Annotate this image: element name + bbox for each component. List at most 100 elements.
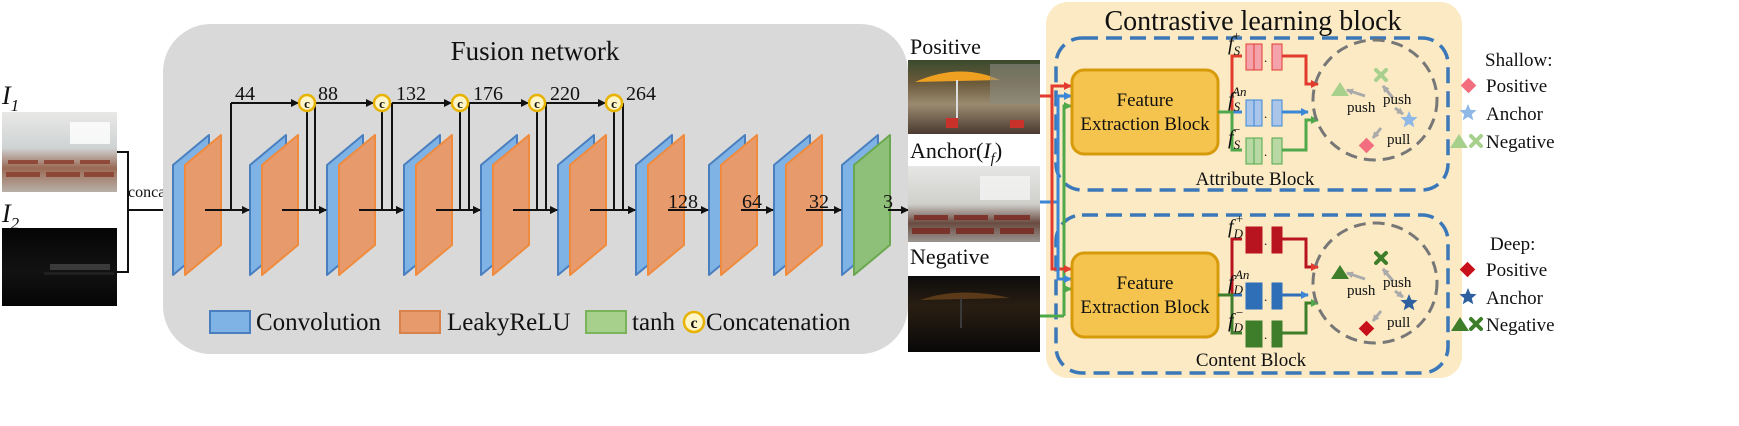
key-deep-negative-cross-icon: [1469, 317, 1483, 331]
feature-positive-label: fD+: [1228, 211, 1244, 241]
key-deep-negative-label: Negative: [1486, 315, 1555, 336]
sample-images: Positive Anchor(If) Negative: [908, 34, 1040, 352]
attribute-block-label: Attribute Block: [1196, 169, 1315, 190]
skip-channel-label: 88: [318, 83, 338, 105]
feature-to-space-arrow: [1282, 299, 1319, 335]
leakyrelu-slab: [569, 134, 607, 276]
feature-map: [1253, 226, 1263, 254]
ellipsis: .: [1264, 106, 1267, 121]
legend-tanh-swatch: [585, 310, 627, 334]
feature-map-stack-anchor: .: [1245, 99, 1283, 127]
feature-negative-label: fS−: [1228, 122, 1241, 152]
concat-node-icon: [297, 93, 317, 113]
anchor-sample-image: [908, 166, 1040, 242]
feature-map: [1253, 99, 1263, 127]
legend-tanh-label: tanh: [632, 309, 676, 336]
push-label: push: [1347, 100, 1376, 116]
tail-channel-label: 32: [809, 191, 829, 213]
feature-map-stack-anchor: .: [1245, 282, 1283, 310]
feature-map: [1253, 320, 1263, 348]
cross-stroke: [1374, 251, 1388, 265]
feature-map: [1271, 320, 1283, 348]
key-shallow-title: Shallow:: [1485, 50, 1553, 71]
feature-to-space-arrow: [1282, 116, 1319, 152]
anchor-sample-label: Anchor(If): [910, 138, 1002, 167]
key-shallow-negative-label: Negative: [1486, 132, 1555, 153]
i1-label: I1: [1, 81, 19, 115]
layer-10: [841, 134, 891, 276]
feature-to-space-arrow: [1282, 237, 1319, 271]
push-label: push: [1383, 275, 1412, 291]
ellipsis: .: [1264, 50, 1267, 65]
key-shallow-negative-triangle-icon: [1450, 134, 1468, 148]
feed-arrow: [1050, 82, 1072, 96]
feature-map: [1271, 43, 1283, 71]
leakyrelu-slab: [415, 134, 453, 276]
attribute-block-border: [1054, 36, 1450, 192]
feature-to-space-arrow: [1282, 54, 1319, 88]
key-shallow-anchor-icon: [1459, 104, 1477, 121]
skip-channel-label: 44: [235, 83, 255, 105]
ellipsis: .: [1264, 289, 1267, 304]
key-shallow-positive-icon: [1460, 77, 1477, 94]
key-deep-title: Deep:: [1490, 234, 1535, 255]
key-deep-anchor-label: Anchor: [1486, 288, 1544, 309]
key-deep-positive-label: Positive: [1486, 260, 1547, 281]
leakyrelu-slab: [785, 134, 823, 276]
feature-map: [1253, 282, 1263, 310]
skip-channel-label: 176: [473, 83, 503, 105]
positive-diamond-icon: [1358, 320, 1375, 337]
layer-9: [773, 134, 823, 276]
leakyrelu-slab: [338, 134, 376, 276]
pull-arrow: [1371, 127, 1383, 139]
feed-arrow: [1062, 102, 1072, 316]
feature-map: [1271, 226, 1283, 254]
legend-concat-label: Concatenation: [706, 309, 851, 336]
feature-negative-label: fD−: [1228, 305, 1244, 335]
feature-extraction-label: Feature: [1117, 90, 1174, 111]
feature-extraction-label: Feature: [1117, 273, 1174, 294]
concat-node-symbol: c: [304, 96, 310, 111]
concat-label: concat: [128, 184, 170, 201]
feature-map: [1245, 137, 1255, 165]
feed-arrow: [1056, 92, 1072, 202]
concat-bracket: [117, 151, 129, 273]
push-arrow: [1346, 271, 1366, 281]
feature-anchor-label: fSAn: [1228, 84, 1247, 114]
input-image-i1: [2, 112, 117, 192]
fusion-connections: cccccc: [205, 93, 909, 214]
feed-arrow: [1056, 202, 1072, 283]
layer-6: [557, 134, 607, 276]
push-label: push: [1347, 283, 1376, 299]
pull-label: pull: [1387, 315, 1410, 331]
negative-cross-icon: [1374, 251, 1388, 265]
key-shallow-negative-cross-icon: [1469, 134, 1483, 148]
legend-conv-swatch: [209, 310, 251, 334]
feature-anchor-label: fDAn: [1228, 267, 1249, 297]
leakyrelu-slab: [261, 134, 299, 276]
ellipsis: .: [1264, 144, 1267, 159]
leakyrelu-slab: [720, 134, 758, 276]
tail-channel-label: 3: [883, 191, 893, 213]
legend-conv-label: Convolution: [256, 309, 382, 336]
push-arrow: [1381, 85, 1395, 99]
feature-branch-line: [1218, 110, 1242, 152]
feature-branch-line: [1218, 293, 1242, 335]
fusion-network-title: Fusion network: [451, 36, 620, 66]
feature-extraction-label: Extraction Block: [1080, 297, 1210, 318]
legend-relu-swatch: [399, 310, 441, 334]
concat-node-icon: [604, 93, 624, 113]
feature-map: [1253, 43, 1263, 71]
negative-triangle-icon: [1331, 265, 1349, 279]
i2-label: I2: [1, 199, 20, 233]
layer-2: [249, 134, 299, 276]
negative-sample-label: Negative: [910, 244, 989, 269]
layer-5: [480, 134, 530, 276]
layer-legend: Convolution LeakyReLU tanh c Concatenati…: [209, 309, 851, 336]
feed-arrow: [1050, 96, 1072, 273]
key-deep-negative-triangle-icon: [1451, 317, 1469, 331]
feature-map: [1245, 282, 1255, 310]
negative-cross-icon: [1374, 68, 1388, 82]
